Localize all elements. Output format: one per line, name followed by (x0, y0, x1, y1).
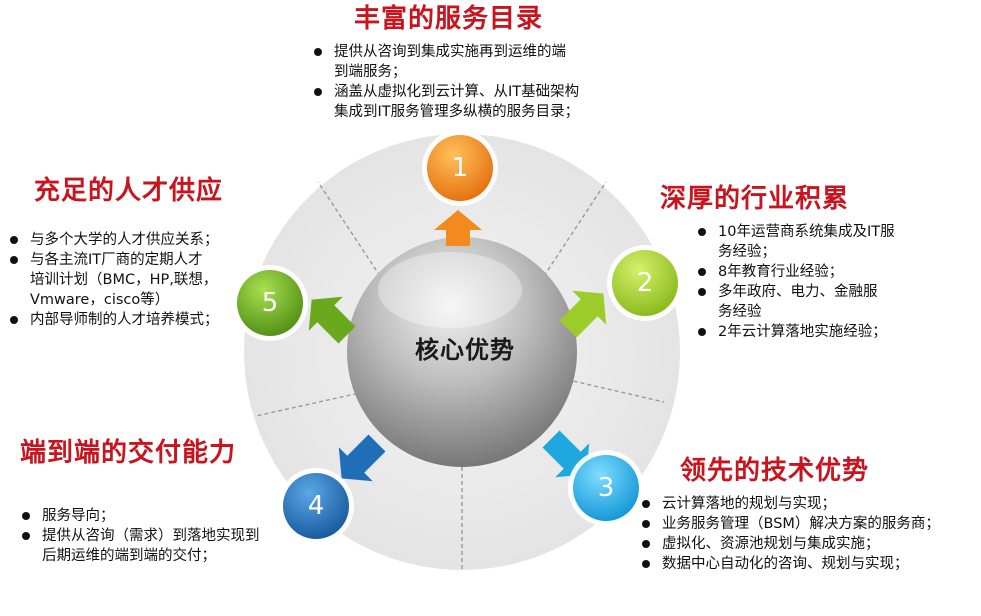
node-2-number: 2 (636, 268, 654, 298)
section-5-list: 与多个大学的人才供应关系； 与各主流IT厂商的定期人才 培训计划（BMC，HP,… (8, 230, 223, 330)
node-3-number: 3 (597, 473, 615, 503)
list-item: 提供从咨询（需求）到落地实现到 后期运维的端到端的交付； (20, 526, 260, 566)
list-item: 8年教育行业经验； (696, 262, 895, 282)
section-5: 充足的人才供应 与多个大学的人才供应关系； 与各主流IT厂商的定期人才 培训计划… (8, 176, 223, 330)
section-2-title: 深厚的行业积累 (660, 184, 850, 214)
node-5-number: 5 (261, 288, 279, 318)
section-3: 领先的技术优势 云计算落地的规划与实现； 业务服务管理（BSM）解决方案的服务商… (640, 456, 940, 574)
list-item: 云计算落地的规划与实现； (640, 494, 940, 514)
section-1: 丰富的服务目录 提供从咨询到集成实施再到运维的端 到端服务； 涵盖从虚拟化到云计… (312, 4, 579, 122)
list-item: 服务导向； (20, 506, 260, 526)
node-1 (422, 130, 498, 206)
section-3-list: 云计算落地的规划与实现； 业务服务管理（BSM）解决方案的服务商； 虚拟化、资源… (640, 494, 940, 574)
core-sphere (347, 237, 577, 467)
list-item: 与各主流IT厂商的定期人才 培训计划（BMC，HP,联想， Vmware，cis… (8, 250, 223, 310)
list-item: 提供从咨询到集成实施再到运维的端 到端服务； (312, 42, 579, 82)
list-item: 与多个大学的人才供应关系； (8, 230, 223, 250)
ring-dividers (255, 181, 665, 570)
node-1-number: 1 (451, 153, 469, 183)
section-1-title: 丰富的服务目录 (354, 4, 544, 34)
list-item: 业务服务管理（BSM）解决方案的服务商； (640, 514, 940, 534)
core-label: 核心优势 (415, 336, 515, 364)
list-item: 多年政府、电力、金融服 务经验 (696, 282, 895, 322)
list-item: 2年云计算落地实施经验； (696, 322, 895, 342)
core-highlight (378, 252, 522, 328)
arrow-up-icon (434, 210, 482, 246)
list-item: 虚拟化、资源池规划与集成实施； (640, 534, 940, 554)
list-item: 数据中心自动化的咨询、规划与实现； (640, 554, 940, 574)
node-5 (232, 265, 308, 341)
section-2: 深厚的行业积累 10年运营商系统集成及IT服 务经验； 8年教育行业经验； 多年… (660, 184, 895, 342)
section-5-title: 充足的人才供应 (34, 176, 224, 206)
arrow-up-right-icon (559, 290, 607, 338)
section-1-list: 提供从咨询到集成实施再到运维的端 到端服务； 涵盖从虚拟化到云计算、从IT基础架… (312, 42, 579, 122)
section-3-title: 领先的技术优势 (680, 456, 870, 486)
node-2 (607, 245, 683, 321)
arrow-down-left-icon (338, 434, 386, 482)
section-4-list: 服务导向； 提供从咨询（需求）到落地实现到 后期运维的端到端的交付； (20, 506, 260, 566)
node-3 (568, 450, 644, 526)
section-2-list: 10年运营商系统集成及IT服 务经验； 8年教育行业经验； 多年政府、电力、金融… (696, 222, 895, 342)
section-4-title: 端到端的交付能力 (20, 438, 237, 468)
list-item: 内部导师制的人才培养模式； (8, 310, 223, 330)
list-item: 涵盖从虚拟化到云计算、从IT基础架构 集成到IT服务管理多纵横的服务目录； (312, 82, 579, 122)
list-item: 10年运营商系统集成及IT服 务经验； (696, 222, 895, 262)
node-4-number: 4 (307, 491, 325, 521)
arrow-up-left-icon (308, 296, 356, 344)
node-4 (278, 468, 354, 544)
section-4: 端到端的交付能力 服务导向； 提供从咨询（需求）到落地实现到 后期运维的端到端的… (20, 438, 260, 566)
